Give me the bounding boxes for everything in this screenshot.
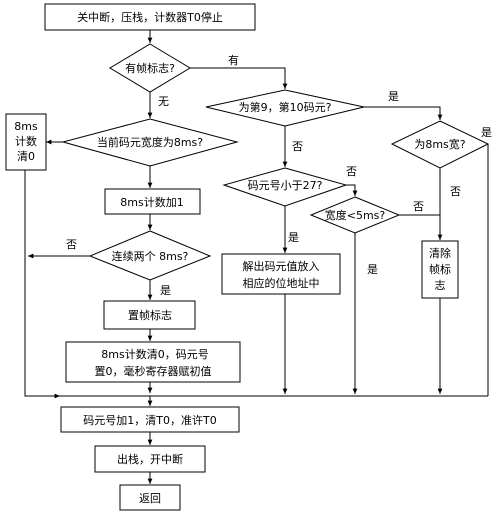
label-9-10-yes: 是 xyxy=(388,90,399,103)
inc-8ms-count-text: 8ms计数加1 xyxy=(120,196,183,209)
decision-two-8ms-text: 连续两个 8ms? xyxy=(112,249,189,263)
decision-8ms-wide: 为8ms宽? xyxy=(390,120,490,169)
decision-9-10: 为第9，第10码元? xyxy=(205,89,365,127)
decision-width-lt5-text: 宽度<5ms? xyxy=(325,208,386,222)
label-width-lt5-no: 否 xyxy=(413,200,424,213)
edge-lt27-no xyxy=(346,184,358,196)
label-width-lt5-yes: 是 xyxy=(367,263,378,276)
decision-width-8ms: 当前码元宽度为8ms? xyxy=(61,118,239,167)
inc-symbol-text: 码元号加1，清T0，准许T0 xyxy=(83,414,216,427)
decision-8ms-wide-text: 为8ms宽? xyxy=(414,137,465,151)
reset-block-line-1: 8ms计数清0，码元号 xyxy=(101,348,208,361)
clear-8ms-count-box: 8ms 计数 清0 xyxy=(5,113,47,171)
clear-8ms-count-line-3: 清0 xyxy=(17,150,35,163)
clear-flag-line-2: 帧标 xyxy=(429,262,451,276)
edge-frame-flag-yes xyxy=(190,67,288,89)
store-block-line-2: 相应的位地址中 xyxy=(243,276,320,290)
decision-9-10-text: 为第9，第10码元? xyxy=(239,100,332,114)
decision-lt27: 码元号小于27? xyxy=(222,167,348,207)
edge-clear-8ms-down xyxy=(24,170,60,399)
set-frame-flag-text: 置帧标志 xyxy=(128,308,172,322)
inc-8ms-count-box: 8ms计数加1 xyxy=(104,188,201,215)
label-lt27-no: 否 xyxy=(346,165,357,178)
return-box: 返回 xyxy=(119,484,181,511)
label-frame-flag-none: 无 xyxy=(158,95,169,108)
set-frame-flag-box: 置帧标志 xyxy=(103,300,196,330)
return-text: 返回 xyxy=(139,492,161,505)
label-8ms-wide-no: 否 xyxy=(450,185,461,198)
label-frame-flag-have: 有 xyxy=(228,53,239,67)
store-block-box: 解出码元值放入 相应的位地址中 xyxy=(221,253,341,295)
edge-9-10-yes xyxy=(364,106,443,120)
clear-8ms-count-line-1: 8ms xyxy=(14,120,38,133)
clear-flag-line-1: 清除 xyxy=(429,246,451,260)
connectors xyxy=(24,30,489,484)
exit-stack-text: 出栈，开中断 xyxy=(117,452,183,466)
clear-8ms-count-line-2: 计数 xyxy=(15,135,37,148)
label-lt27-yes: 是 xyxy=(288,231,299,244)
decision-frame-flag: 有帧标志? xyxy=(109,43,191,93)
start-box: 关中断，压栈，计数器T0停止 xyxy=(44,3,256,31)
decision-lt27-text: 码元号小于27? xyxy=(248,179,323,192)
decision-width-lt5: 宽度<5ms? xyxy=(309,196,401,234)
label-8ms-wide-yes: 是 xyxy=(481,126,492,139)
decision-frame-flag-text: 有帧标志? xyxy=(125,61,175,75)
decision-two-8ms: 连续两个 8ms? xyxy=(88,230,212,281)
branch-labels: 有 无 是 否 是 否 否 是 否 是 否 是 xyxy=(66,53,492,297)
label-two-8ms-yes: 是 xyxy=(160,284,171,297)
inc-symbol-box: 码元号加1，清T0，准许T0 xyxy=(60,406,240,433)
store-block-line-1: 解出码元值放入 xyxy=(243,259,320,273)
clear-flag-box: 清除 帧标 志 xyxy=(421,240,459,299)
reset-block-line-2: 置0，毫秒寄存器赋初值 xyxy=(95,364,212,378)
label-9-10-no: 否 xyxy=(292,140,303,153)
clear-flag-line-3: 志 xyxy=(435,279,446,292)
exit-stack-box: 出栈，开中断 xyxy=(94,445,206,473)
label-two-8ms-no: 否 xyxy=(66,238,77,251)
decision-width-8ms-text: 当前码元宽度为8ms? xyxy=(97,135,203,149)
start-text: 关中断，压栈，计数器T0停止 xyxy=(77,10,223,24)
reset-block-box: 8ms计数清0，码元号 置0，毫秒寄存器赋初值 xyxy=(65,341,241,383)
